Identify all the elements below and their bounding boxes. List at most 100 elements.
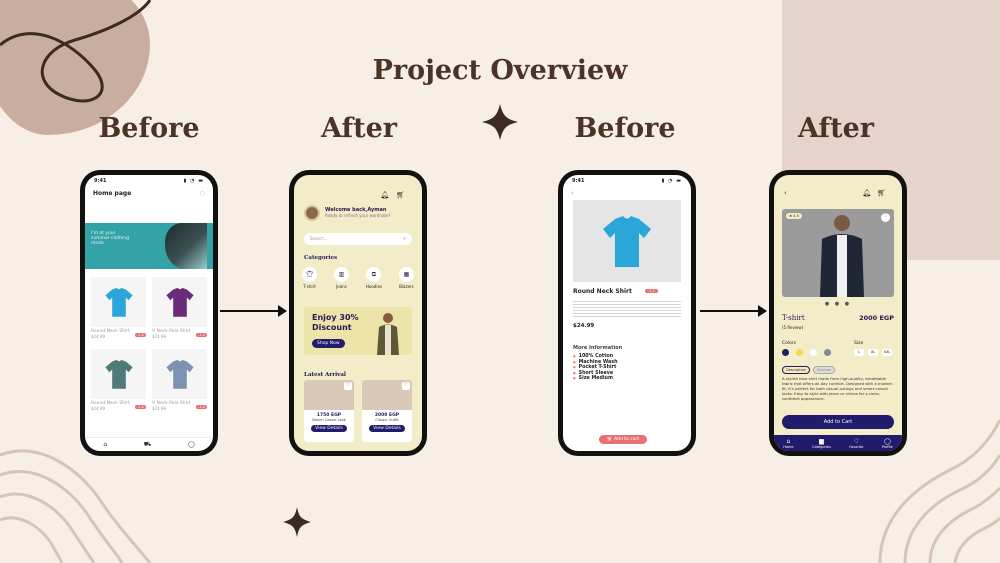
tshirt-image — [104, 287, 133, 317]
size-option[interactable]: XXL — [882, 349, 892, 356]
nav-item-profile[interactable]: ◯Profile — [882, 438, 893, 449]
color-swatch[interactable] — [824, 349, 831, 356]
size-label: Size — [854, 341, 864, 346]
status-time: 9:41 — [94, 177, 107, 184]
tshirt-image — [104, 359, 133, 389]
cart-icon[interactable]: 🛒︎ — [396, 191, 412, 199]
heart-icon[interactable]: ♡ — [402, 382, 410, 390]
rating-value: 4.5 — [793, 214, 799, 218]
welcome-title: Welcome back,Ayman — [325, 207, 387, 213]
product-name: T-shirt — [782, 314, 805, 322]
profile-icon: ◯ — [883, 437, 891, 445]
home-icon[interactable]: ⌂ — [103, 441, 108, 448]
carousel-dots[interactable]: ● ● ● — [824, 301, 852, 307]
cart-icon[interactable]: 🛒︎ — [877, 189, 892, 197]
nav-item-home[interactable]: ⌂Home — [783, 438, 793, 449]
heart-icon[interactable]: ♡ — [881, 213, 890, 222]
nav-item-categories[interactable]: ▆Categories — [812, 438, 831, 449]
tshirt-image — [165, 359, 194, 389]
status-time: 9:41 — [572, 177, 585, 184]
size-option[interactable]: XL — [868, 349, 878, 356]
view-details-button[interactable]: View Details — [369, 425, 405, 432]
category-icon: ▥ — [333, 267, 349, 282]
nav-item-favorite[interactable]: ♡Favorite — [849, 438, 863, 449]
profile-icon[interactable]: ◯ — [187, 441, 195, 448]
product-image — [91, 277, 146, 327]
promo-banner[interactable]: Enjoy 30%Discount Shop Now — [304, 307, 412, 355]
arrow-right — [700, 305, 767, 317]
avatar[interactable] — [304, 205, 320, 221]
category-label: T-shirt — [303, 284, 316, 289]
product-card[interactable]: V Neck Polo Shirt$24.99-1.2 — [152, 349, 207, 417]
star-icon: ★ — [789, 214, 793, 218]
arrival-price: 1750 EGP — [316, 413, 342, 418]
search-icon[interactable]: ⚲ — [403, 236, 406, 241]
color-swatch[interactable] — [810, 349, 817, 356]
color-swatch[interactable] — [796, 349, 803, 356]
search-icon[interactable]: ○ — [199, 190, 205, 197]
product-price: $24.99 — [91, 406, 105, 411]
category-icon: ⧉ — [366, 267, 382, 282]
search-input[interactable]: Search... ⚲ — [304, 233, 412, 245]
phone-screen: ‹🔔︎🛒︎ ★ 4.5 ♡ ● ● ● T-shirt (5 Review) 2… — [774, 175, 902, 451]
category-label: Jeans — [336, 284, 347, 289]
category-label: Blazers — [399, 284, 414, 289]
welcome-subtitle: Ready to refresh your wardrobe? — [325, 213, 391, 218]
review-count: (5 Review) — [782, 325, 804, 330]
screen-title: Home page — [93, 190, 132, 197]
nav-label: Profile — [881, 444, 893, 449]
discount-badge: -1.2 — [135, 405, 146, 409]
promo-line: Enjoy 30% — [312, 313, 359, 322]
product-card[interactable]: Round Neck Shirt$24.99-1.2 — [91, 277, 146, 345]
arrival-name: Classic Outfit — [375, 418, 399, 422]
category-item[interactable]: ▥ Jeans — [333, 267, 349, 289]
product-price: $24.99 — [152, 334, 166, 339]
cart-icon[interactable]: ⛟ — [143, 440, 152, 448]
product-image — [152, 277, 207, 327]
nav-label: Favorite — [849, 444, 864, 449]
color-swatch[interactable] — [782, 349, 789, 356]
size-option[interactable]: L — [854, 349, 864, 356]
product-description — [573, 299, 681, 317]
phone-screen: 9:41▮ ◔ ▬ ‹ Round Neck Shirt -1.2 $24.99… — [563, 175, 691, 451]
nav-label: Categories — [812, 444, 831, 449]
discount-badge: -1.2 — [196, 333, 207, 337]
shop-now-button[interactable]: Shop Now — [312, 339, 345, 348]
product-card[interactable]: V Neck Polo Shirt$24.99-1.2 — [152, 277, 207, 345]
tab-reviews[interactable]: Reviews — [812, 366, 836, 374]
discount-badge: -1.2 — [135, 333, 146, 337]
category-icon: 👕︎ — [302, 267, 317, 282]
back-icon[interactable]: ‹ — [784, 189, 787, 197]
category-item[interactable]: ⧉Hoodies — [366, 267, 382, 289]
back-icon[interactable]: ‹ — [571, 189, 574, 197]
promo-banner[interactable]: I'm at your summer clothing mode — [85, 223, 213, 269]
promo-model-image — [377, 313, 399, 355]
nav-label: Home — [783, 444, 794, 449]
info-item: Pocket T-Shirt — [573, 365, 618, 371]
add-to-cart-button[interactable]: 🛒︎ Add to cart — [599, 435, 648, 444]
info-list: 100% CottonMachine WashPocket T-ShirtSho… — [573, 354, 618, 382]
category-item[interactable]: 👕︎ T-shirt — [302, 267, 317, 289]
tab-description[interactable]: Description — [782, 366, 810, 374]
phone-after-detail: ‹🔔︎🛒︎ ★ 4.5 ♡ ● ● ● T-shirt (5 Review) 2… — [769, 170, 907, 456]
section-label-before: Before — [574, 113, 676, 144]
info-item: Machine Wash — [573, 360, 618, 366]
rating-badge: ★ 4.5 — [786, 213, 802, 219]
view-details-button[interactable]: View Details — [311, 425, 347, 432]
add-to-cart-button[interactable]: Add to Cart — [782, 415, 894, 429]
product-price: $24.99 — [152, 406, 166, 411]
category-item[interactable]: ▦Blazers — [398, 267, 414, 289]
page-title: Project Overview — [372, 55, 628, 86]
product-description: A stylish blue shirt made from high-qual… — [782, 376, 893, 401]
heart-icon[interactable]: ♡ — [344, 382, 352, 390]
product-card[interactable]: Round Neck Shirt$24.99-1.2 — [91, 349, 146, 417]
status-icons: ▮ ◔ ▬ — [661, 177, 682, 184]
bell-icon[interactable]: 🔔︎ — [380, 191, 397, 199]
search-placeholder: Search... — [310, 236, 328, 241]
bell-icon[interactable]: 🔔︎ — [862, 189, 878, 197]
